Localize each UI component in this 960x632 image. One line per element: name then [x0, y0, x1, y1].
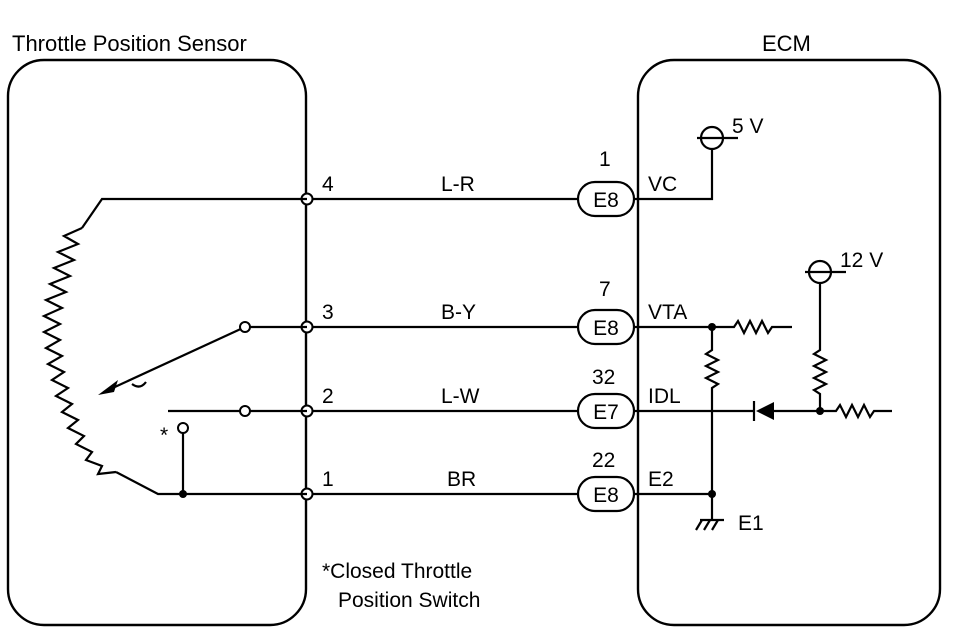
ecm-terminal-label: VTA — [648, 301, 687, 324]
note-line-2: Position Switch — [338, 589, 480, 612]
tps-internal-circuit: * — [41, 197, 307, 498]
ecm-terminal-label: E2 — [648, 468, 674, 491]
wire-row-2: 3 B-Y 7 E8 VTA — [300, 278, 687, 346]
ecm-terminal-label: VC — [648, 173, 677, 196]
wire-row-3: 2 L-W 32 E7 IDL — [300, 366, 681, 430]
supply-5v-label: 5 V — [732, 115, 764, 138]
tps-pin-label: 2 — [322, 385, 334, 408]
ecm-internal-circuit: 5 V 12 V E1 — [634, 115, 892, 535]
switch-marker: * — [160, 424, 168, 447]
connector-label: E8 — [593, 317, 619, 340]
ecm-box — [636, 58, 942, 627]
ecm-terminal-label: IDL — [648, 385, 681, 408]
ecm-title: ECM — [762, 31, 811, 56]
connector-label: E8 — [593, 189, 619, 212]
tps-box — [6, 58, 308, 627]
tps-title: Throttle Position Sensor — [12, 31, 247, 56]
vta-resistor-icon — [712, 318, 792, 336]
ecm-pin-label: 22 — [592, 449, 615, 472]
ecm-pin-label: 32 — [592, 366, 615, 389]
pullup-resistor-icon — [811, 283, 829, 411]
wire-color-label: L-R — [441, 173, 475, 196]
note-line-1: *Closed Throttle — [322, 560, 472, 583]
wire-color-label: L-W — [441, 385, 480, 408]
pulldown-resistor-icon — [703, 327, 721, 494]
wiper-arrow-icon — [98, 380, 118, 395]
wire-color-label: B-Y — [441, 301, 476, 324]
diode-icon — [756, 402, 774, 420]
wire-row-1: 4 L-R 1 E8 VC — [300, 148, 677, 218]
connector-label: E7 — [593, 401, 619, 424]
closed-throttle-switch-contact — [177, 422, 189, 434]
idl-resistor-icon — [820, 402, 892, 420]
wire-row-4: 1 BR 22 E8 E2 — [300, 449, 674, 513]
wire-color-label: BR — [447, 468, 476, 491]
potentiometer-resistor-icon — [41, 226, 117, 476]
ecm-pin-label: 7 — [599, 278, 611, 301]
wiper-arm — [103, 326, 246, 393]
ecm-pin-label: 1 — [599, 148, 611, 171]
connector-label: E8 — [593, 484, 619, 507]
supply-12v-label: 12 V — [840, 249, 883, 272]
tps-pin-label: 1 — [322, 468, 334, 491]
wiper-hook — [131, 381, 147, 388]
tps-pin-label: 4 — [322, 173, 334, 196]
tps-pin-label: 3 — [322, 301, 334, 324]
ground-label: E1 — [738, 512, 764, 535]
